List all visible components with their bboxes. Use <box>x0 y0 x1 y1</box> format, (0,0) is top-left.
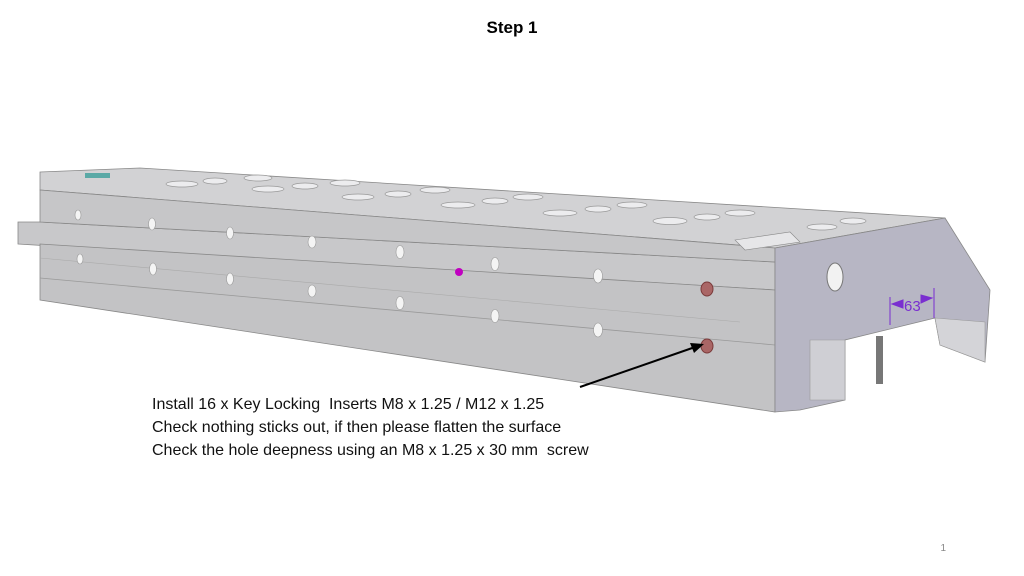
front-holes <box>74 209 603 338</box>
dimension-annotation <box>889 288 935 325</box>
point-marker <box>455 268 463 276</box>
instruction-line: Install 16 x Key Locking Inserts M8 x 1.… <box>152 396 545 413</box>
dimension-label: 63 <box>904 298 921 315</box>
page-number: 1 <box>940 543 946 554</box>
top-holes <box>165 174 867 231</box>
instruction-line: Check nothing sticks out, if then please… <box>152 419 562 436</box>
callout-arrow <box>579 345 699 388</box>
instruction-text: Install 16 x Key Locking Inserts M8 x 1.… <box>152 393 589 462</box>
instruction-line: Check the hole deepness using an M8 x 1.… <box>152 442 589 459</box>
slide-title: Step 1 <box>486 18 538 37</box>
